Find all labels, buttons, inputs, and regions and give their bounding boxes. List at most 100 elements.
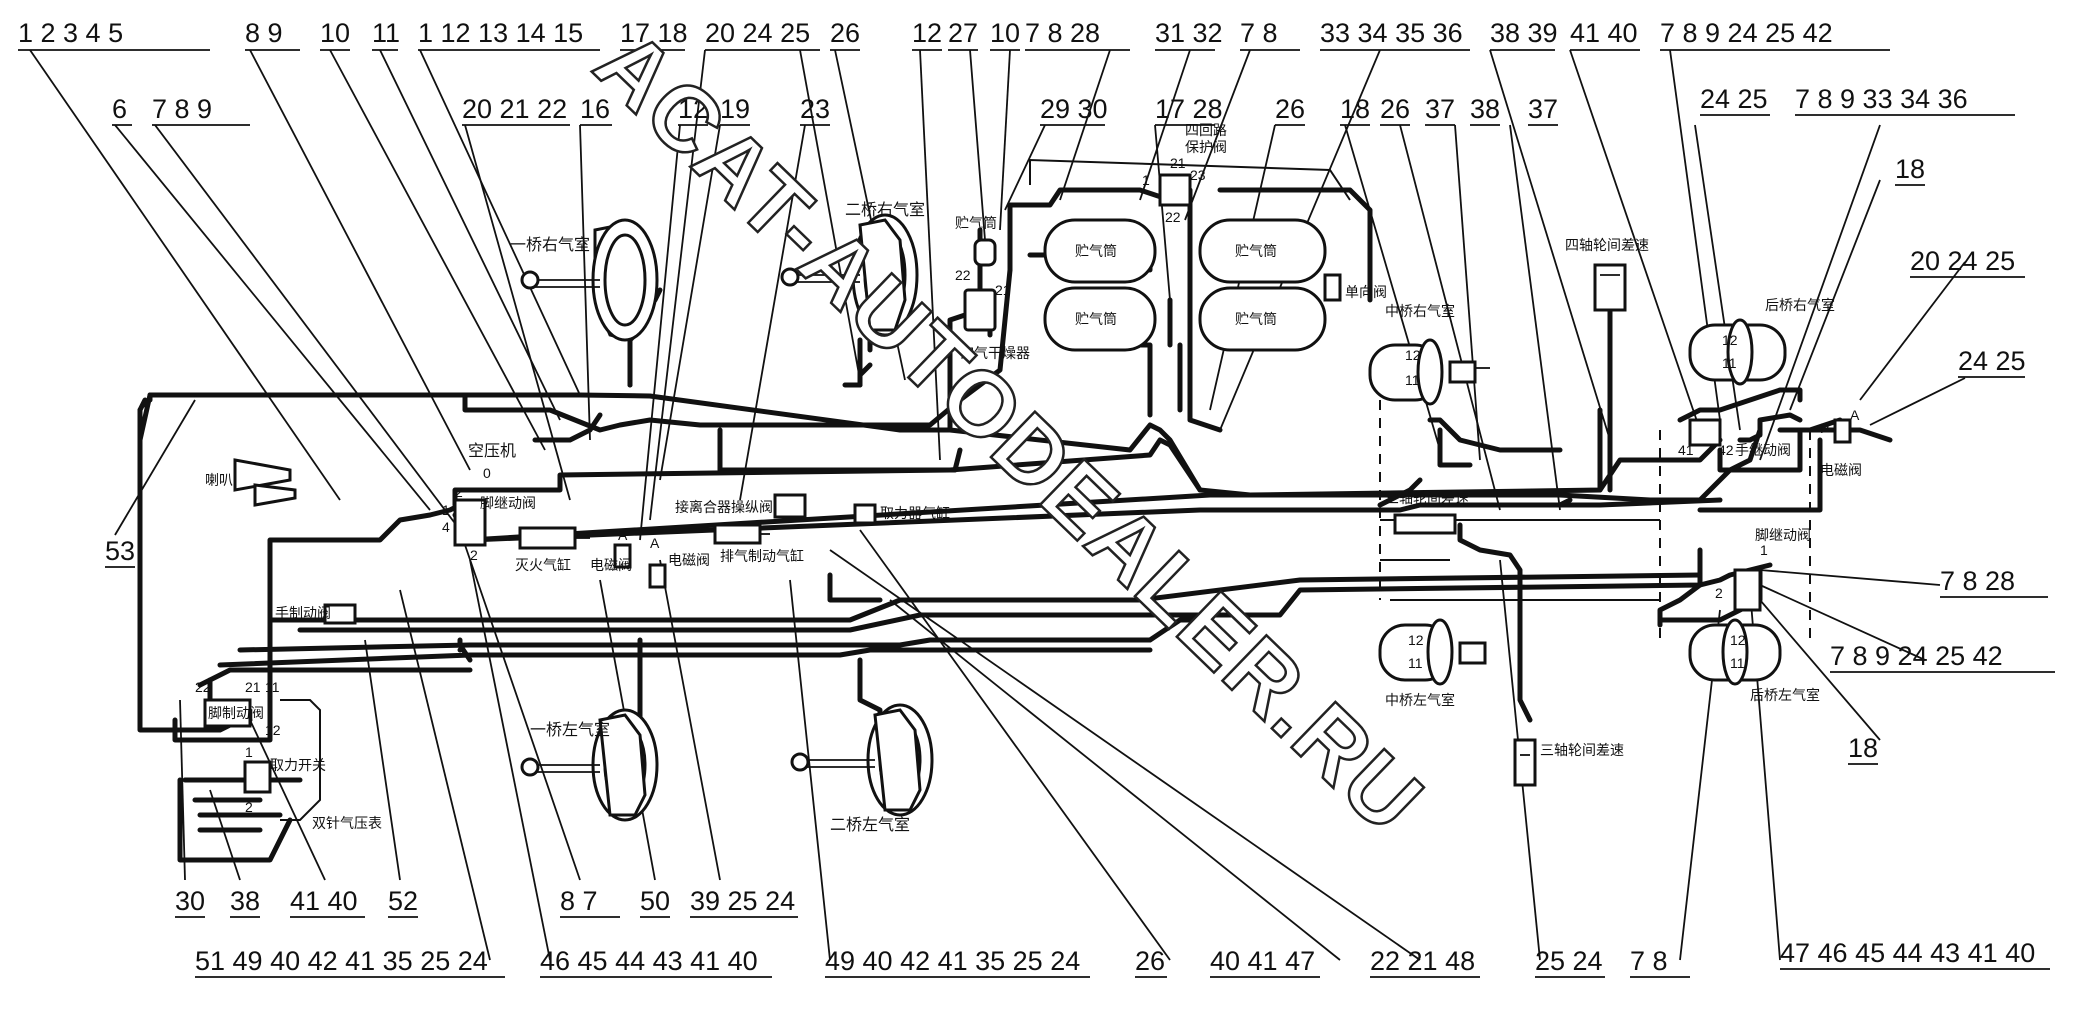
rear-relay-valve: 1 2 脚继动阀 (1715, 528, 1811, 612)
relay-valve-label: 脚继动阀 (480, 496, 536, 512)
callout: 46 45 44 43 41 40 (540, 946, 758, 976)
callout: 7 8 9 33 34 36 (1795, 84, 1968, 114)
hand-brake-valve: 手制动阀 (275, 603, 357, 625)
callout: 38 (1470, 94, 1500, 124)
callouts-side: 53 7 8 28 7 8 9 24 25 42 18 (105, 536, 2055, 765)
callout: 49 40 42 41 35 25 24 (825, 946, 1080, 976)
callout: 51 49 40 42 41 35 25 24 (195, 946, 488, 976)
axle2-right-chamber-label: 二桥右气室 (845, 200, 925, 219)
rear-axle-left-chamber: 12 11 后桥左气室 (1688, 618, 1820, 704)
callout: 20 21 22 (462, 94, 567, 124)
rear-axle-left-chamber-label: 后桥左气室 (1750, 687, 1820, 704)
callout: 18 (1895, 154, 1925, 184)
svg-text:4: 4 (442, 519, 450, 535)
check-valve-label: 单向阀 (1345, 285, 1387, 301)
air-dryer-label: 空气干燥器 (960, 346, 1030, 362)
axle1-left-chamber-label: 一桥左气室 (530, 720, 610, 739)
callout: 26 (1275, 94, 1305, 124)
reservoir-4-label: 贮气筒 (1235, 311, 1277, 328)
callout: 38 (230, 886, 260, 916)
svg-text:A: A (618, 527, 628, 543)
rear-axle-right-chamber-label: 后桥右气室 (1765, 297, 1835, 314)
solenoid-valve-2-label: 电磁阀 (668, 553, 710, 569)
svg-text:12: 12 (1405, 347, 1421, 363)
callout: 7 8 (1240, 18, 1278, 48)
hand-brake-valve-label: 手制动阀 (275, 606, 331, 622)
compressor-label: 空压机 (468, 441, 516, 460)
reservoir-2: 贮气筒 (1043, 286, 1157, 352)
foot-brake-valve: 22 21 11 12 脚制动阀 (195, 679, 281, 738)
axle2-right-chamber: 二桥右气室 (780, 200, 925, 337)
callout: 39 25 24 (690, 886, 795, 916)
callout: 25 24 (1535, 946, 1603, 976)
callout: 11 (372, 18, 400, 48)
svg-text:2: 2 (245, 799, 253, 815)
callout: 31 32 (1155, 18, 1223, 48)
flameout-cylinder-label: 灭火气缸 (515, 557, 571, 574)
pipe-network (137, 187, 1893, 863)
callout: 8 9 (245, 18, 283, 48)
pto-control-valve: 接离合器操纵阀 (675, 493, 807, 519)
horn: 喇叭 (205, 458, 297, 507)
callout: 16 (580, 94, 610, 124)
exhaust-brake-cylinder-label: 排气制动气缸 (720, 548, 804, 565)
callout: 38 39 (1490, 18, 1558, 48)
axle3-diff-rear-label: 三轴轮间差速 (1540, 743, 1624, 759)
callout: 6 (112, 94, 127, 124)
callout: 30 (175, 886, 205, 916)
reservoir-2-label: 贮气筒 (1075, 311, 1117, 328)
svg-text:1: 1 (1142, 172, 1150, 188)
pto-switch-label: 取力开关 (270, 758, 326, 774)
callout: 40 41 47 (1210, 946, 1315, 976)
reservoir-3: 贮气筒 (1198, 218, 1327, 284)
callout: 1 12 13 14 15 (418, 18, 583, 48)
hand-relay-valve: 41 42 手继动阀 (1678, 418, 1791, 459)
callout: 29 30 (1040, 94, 1108, 124)
callout: 37 (1528, 94, 1558, 124)
callout: 37 (1425, 94, 1455, 124)
pto-cylinder: 取力器气缸 (853, 503, 950, 525)
svg-text:12: 12 (1408, 632, 1424, 648)
svg-text:2: 2 (455, 484, 463, 500)
callout: 7 8 9 (152, 94, 212, 124)
four-circuit-valve-label: 四回路 保护阀 (1185, 123, 1231, 156)
solenoid-valve-3: P A 电磁阀 (1820, 407, 1862, 479)
callout: 10 (320, 18, 350, 48)
svg-text:12: 12 (265, 722, 281, 738)
callout: 8 7 (560, 886, 598, 916)
watermark-text: ACAT-AUTODEALER.RU (576, 11, 1442, 853)
svg-text:21: 21 (1170, 155, 1186, 171)
callout: 52 (388, 886, 418, 916)
callout: 18 (1848, 733, 1878, 763)
svg-text:0: 0 (483, 465, 491, 481)
callout: 26 (1380, 94, 1410, 124)
svg-text:12: 12 (1730, 632, 1746, 648)
pto-switch: 1 2 取力开关 (243, 744, 326, 815)
svg-text:21: 21 (245, 679, 261, 695)
compressor: 空压机 0 (468, 441, 516, 481)
dual-gauge-label: 双针气压表 (312, 816, 382, 832)
svg-text:1: 1 (1760, 542, 1768, 558)
axle3-diff-rear: 三轴轮间差速 (1513, 738, 1624, 787)
mid-axle-right-chamber-label: 中桥右气室 (1385, 303, 1455, 320)
foot-brake-valve-label: 脚制动阀 (208, 706, 264, 722)
callouts-top: 1 2 3 4 5 8 9 10 11 1 12 13 14 15 17 18 … (18, 18, 1890, 51)
callout: 12 (678, 94, 708, 124)
air-reservoir-small-label: 贮气筒 (955, 215, 997, 232)
svg-text:11: 11 (1405, 372, 1420, 388)
relay-valve: 2 1 4 2 脚继动阀 (442, 484, 536, 563)
callout: 41 40 (290, 886, 358, 916)
hand-relay-valve-label: 手继动阀 (1735, 443, 1791, 459)
callout: 50 (640, 886, 670, 916)
callout: 17 28 (1155, 94, 1223, 124)
callout: 17 18 (620, 18, 688, 48)
svg-text:42: 42 (1718, 442, 1734, 458)
axle1-right-chamber: 一桥右气室 (510, 218, 659, 342)
callout: 26 (830, 18, 860, 48)
callout: 24 25 (1700, 84, 1768, 114)
reservoir-1: 贮气筒 (1043, 218, 1157, 284)
axle3-diff-front-label: 三轴轮间差速 (1385, 491, 1469, 507)
reservoir-1-label: 贮气筒 (1075, 243, 1117, 260)
svg-text:11: 11 (1730, 655, 1745, 671)
